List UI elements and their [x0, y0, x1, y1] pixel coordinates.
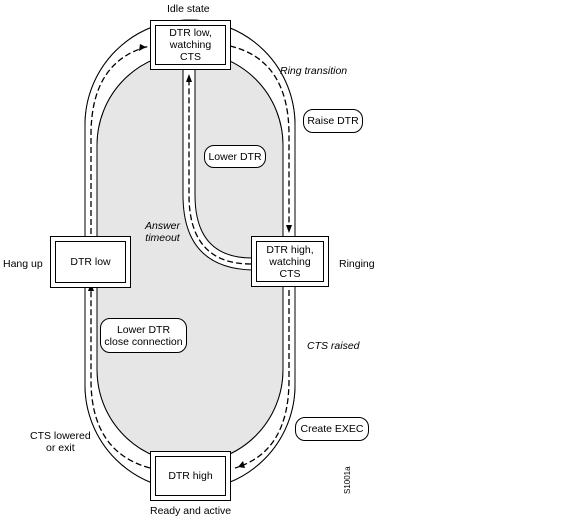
state-hangup-text: DTR low	[70, 256, 111, 268]
state-ready: DTR high	[150, 451, 231, 501]
caption-ringing: Ringing	[339, 258, 375, 270]
path-cts-raised	[234, 290, 290, 469]
arrow-to-ringing	[286, 225, 292, 233]
action-create-exec: Create EXEC	[295, 417, 369, 441]
state-ringing: DTR high, watching CTS	[251, 236, 329, 287]
state-idle: DTR low, watching CTS	[150, 20, 231, 70]
state-ringing-text: DTR high, watching CTS	[266, 243, 314, 280]
action-lower-dtr-close: Lower DTR close connection	[100, 318, 187, 353]
figure-id: S1001a	[343, 466, 352, 494]
state-ready-text: DTR high	[168, 470, 213, 482]
label-answer-timeout: Answer timeout	[145, 220, 181, 244]
caption-idle-state: Idle state	[167, 3, 210, 15]
action-raise-dtr: Raise DTR	[303, 109, 363, 133]
label-ring-transition: Ring transition	[280, 65, 348, 77]
action-lower-dtr: Lower DTR	[204, 145, 266, 168]
track-band	[85, 20, 295, 490]
label-cts-lowered: CTS lowered or exit	[30, 430, 91, 454]
arrow-to-idle	[139, 44, 146, 51]
caption-ready-active: Ready and active	[150, 505, 232, 517]
arrow-to-ready	[238, 461, 245, 468]
state-idle-text: DTR low, watching CTS	[169, 27, 212, 63]
path-hangup-idle	[90, 45, 151, 234]
arrow-timeout-to-idle	[186, 74, 192, 82]
label-cts-raised: CTS raised	[307, 340, 360, 352]
path-answer-timeout	[188, 80, 252, 265]
path-cts-lowered	[90, 288, 151, 469]
path-ring-transition	[229, 45, 290, 228]
transition-paths	[90, 45, 290, 469]
caption-hang-up: Hang up	[3, 258, 43, 270]
state-hangup: DTR low	[50, 236, 131, 288]
